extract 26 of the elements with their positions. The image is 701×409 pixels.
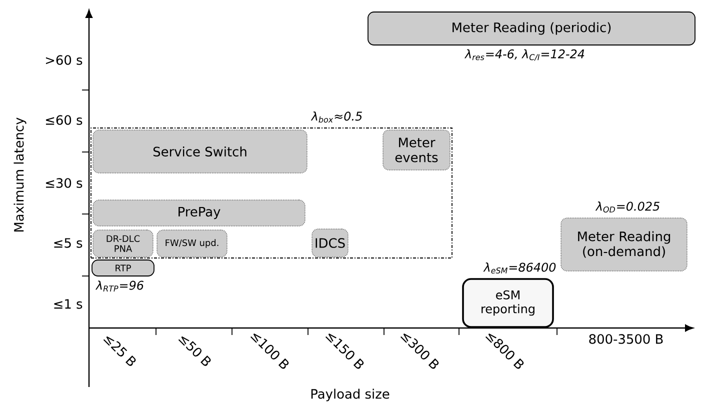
rate-label: λ$_{OD}$=0.025	[595, 202, 660, 212]
process-box: RTP	[92, 260, 154, 276]
rate-label: λ$_{RTP}$=96	[95, 280, 144, 292]
tick-label: ≤25 B	[103, 336, 136, 366]
tick-label: ≤50 B	[178, 336, 211, 366]
rate-label: λ$_{box}$≈0.5	[310, 111, 362, 123]
process-box: IDCS	[312, 228, 348, 258]
process-box: PrePay	[92, 200, 306, 226]
process-box: Service Switch	[92, 130, 308, 174]
tick-label: ≤5 s	[54, 238, 82, 248]
rate-label: λ$_{eSM}$=86400	[483, 262, 556, 274]
tick-label: 800-3500 B	[589, 334, 663, 344]
tick-label: ≤1 s	[54, 299, 82, 309]
tick-label: ≤30 s	[46, 178, 82, 188]
process-box: Meter Reading (on-demand)	[560, 218, 688, 272]
process-box: DR-DLC PNA	[92, 230, 154, 258]
process-box: eSM reporting	[462, 278, 554, 328]
axis-title: Payload size	[311, 388, 390, 402]
tick-label: ≤60 s	[46, 115, 82, 125]
process-box: FW/SW upd.	[156, 230, 228, 258]
group-frame	[90, 128, 452, 258]
tick-label: >60 s	[46, 55, 82, 65]
process-box: Meter events	[382, 130, 450, 170]
rate-label: λ$_{res}$=4-6, λ$_{C/I}$=12-24	[464, 49, 584, 61]
process-box: Meter Reading (periodic)	[368, 12, 696, 46]
axis-title: Maximum latency	[14, 118, 26, 232]
